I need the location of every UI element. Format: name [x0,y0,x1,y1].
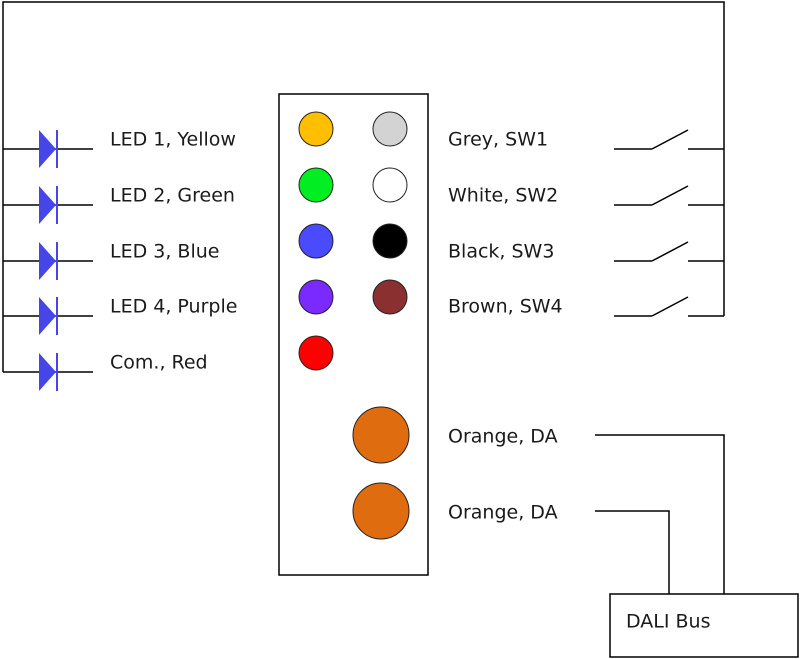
switch-label-4: Brown, SW4 [448,295,563,318]
diode-triangle [39,297,56,335]
dali-bus-label: DALI Bus [626,610,711,633]
switch-3 [614,241,724,262]
wire-dot-purple [298,279,334,315]
dali-bus-box [609,593,799,658]
wire-dot-green [298,167,334,203]
wire-dot-orange-da-1 [352,406,410,464]
led-diode-4 [3,297,93,335]
led-diode-1 [3,130,93,168]
led-diode-3 [3,242,93,280]
dali-wire-1 [595,434,725,594]
led-label-common: Com., Red [110,351,208,374]
switch-label-2: White, SW2 [448,184,559,207]
led-diode-2 [3,186,93,224]
led-label-2: LED 2, Green [110,184,235,207]
wire-dot-white [372,167,408,203]
led-diode-common [3,353,93,391]
diode-triangle [39,130,56,168]
wire-dot-red [298,335,334,371]
dali-label-1: Orange, DA [448,425,558,448]
switch-1 [614,129,724,150]
led-label-4: LED 4, Purple [110,295,238,318]
led-label-3: LED 3, Blue [110,240,220,263]
wire-dot-brown [372,279,408,315]
wire-dot-blue [298,223,334,259]
led-label-1: LED 1, Yellow [110,128,236,151]
switch-label-1: Grey, SW1 [448,128,549,151]
wire-dot-grey [372,111,408,147]
wire-dot-black [372,223,408,259]
switch-label-3: Black, SW3 [448,240,555,263]
dali-wire-2 [595,510,670,594]
wire-dot-orange-da-2 [352,482,410,540]
wire-dot-yellow [298,111,334,147]
diode-triangle [39,353,56,391]
dali-label-2: Orange, DA [448,501,558,524]
diode-triangle [39,186,56,224]
common-loop-wire [2,1,725,372]
switch-4 [614,296,724,317]
diode-triangle [39,242,56,280]
switch-2 [614,185,724,206]
